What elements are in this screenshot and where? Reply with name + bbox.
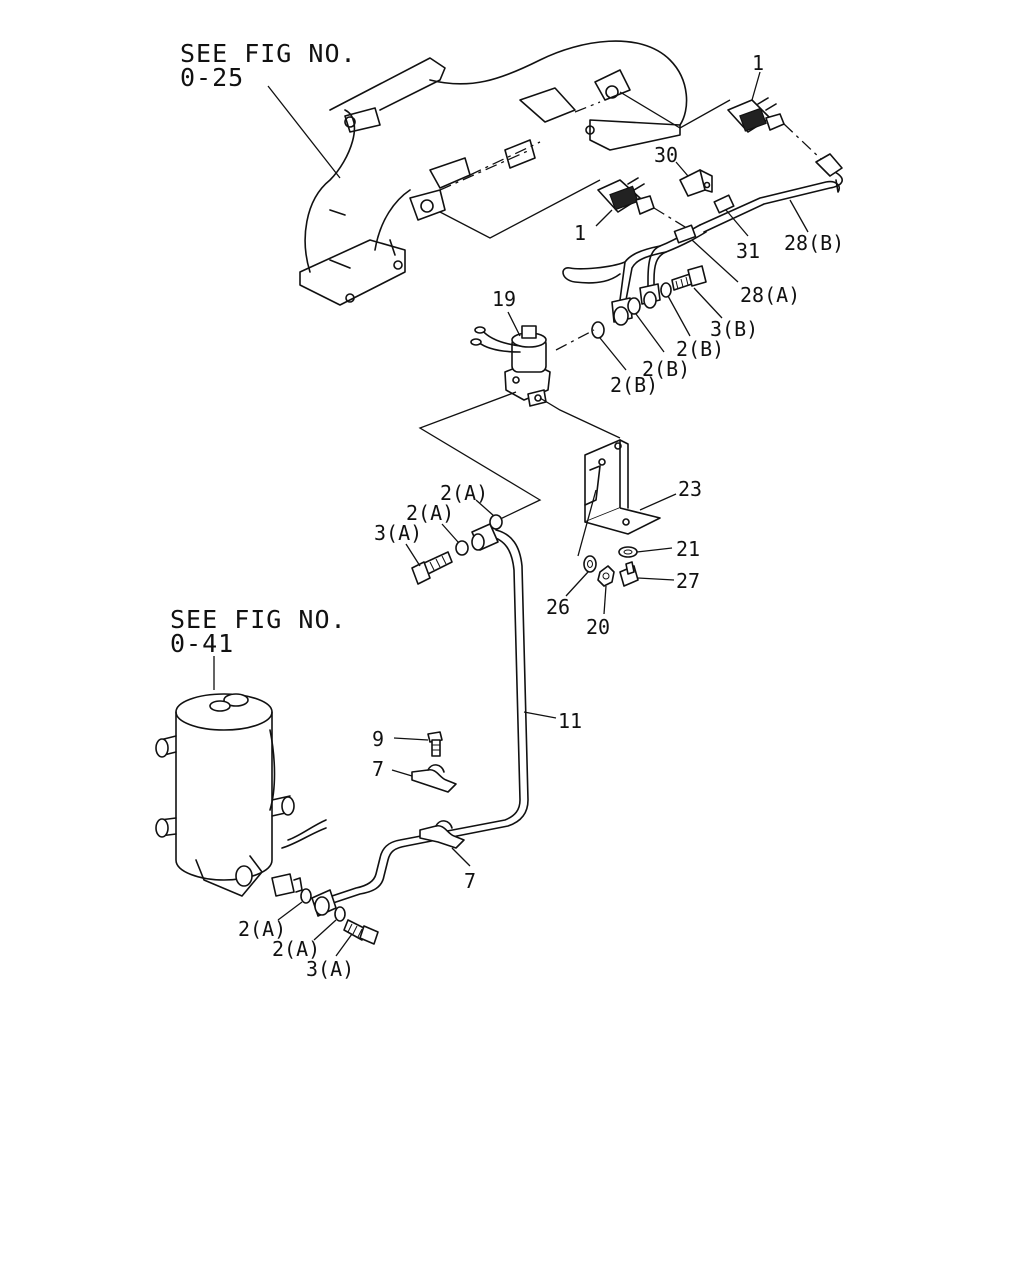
nozzle-top-axis	[783, 123, 823, 161]
nozzle-mid	[597, 177, 655, 215]
callout-28b-leader	[789, 199, 809, 233]
pipe-28b	[699, 153, 843, 233]
washer-26	[583, 555, 597, 573]
callout-3a-1: 3(A)	[374, 521, 422, 545]
washer-2b-3	[591, 321, 605, 339]
callout-27-leader	[637, 577, 675, 581]
bolt-3a-lower	[343, 919, 379, 945]
bolt-27	[619, 561, 639, 587]
callout-3b: 3(B)	[710, 317, 758, 341]
callout-20-leader	[603, 585, 607, 615]
callout-26-leader	[565, 571, 589, 597]
callout-2b-3-leader	[599, 337, 627, 371]
callout-2a-1: 2(A)	[440, 481, 488, 505]
valve-link-bracket	[539, 397, 621, 439]
washer-2a-4	[334, 906, 346, 922]
callout-2b-2-leader	[635, 313, 665, 353]
callout-2a-4-leader	[313, 919, 337, 941]
callout-23-leader	[639, 493, 677, 511]
callout-2a-4: 2(A)	[272, 937, 320, 961]
callout-11-leader	[523, 711, 557, 719]
valve-link-lower	[418, 391, 542, 523]
washer-2a-1	[489, 514, 503, 530]
nozzle-mid-axis	[653, 207, 691, 231]
callout-2b-2: 2(B)	[642, 357, 690, 381]
see-fig-upper-leader	[267, 85, 341, 179]
callout-27: 27	[676, 569, 700, 593]
fitting-filter-outlet	[271, 873, 303, 897]
washer-2b-2	[627, 297, 641, 315]
callout-30: 30	[654, 143, 678, 167]
callout-23: 23	[678, 477, 702, 501]
callout-19-leader	[507, 311, 521, 337]
callout-2b-1: 2(B)	[676, 337, 724, 361]
callout-1-top-leader	[751, 71, 761, 101]
callout-2b-1-leader	[667, 295, 691, 337]
callout-21-leader	[636, 547, 673, 553]
callout-20: 20	[586, 615, 610, 639]
callout-2a-2-leader	[441, 523, 459, 543]
callout-2a-3-leader	[277, 901, 303, 921]
callout-9: 9	[372, 727, 384, 751]
callout-11: 11	[558, 709, 582, 733]
clamp-7-lower	[419, 820, 465, 849]
callout-28a-leader	[691, 239, 739, 283]
callout-9-leader	[393, 737, 429, 741]
exhaust-manifold	[299, 40, 688, 306]
solenoid-valve-19	[470, 325, 551, 407]
callout-1-mid-leader	[595, 209, 613, 227]
bolt-9	[427, 731, 443, 757]
callout-1-top: 1	[752, 51, 764, 75]
washer-2b-1	[660, 282, 672, 298]
valve-link-upper	[555, 329, 595, 351]
bolt-3b	[671, 265, 707, 291]
callout-21: 21	[676, 537, 700, 561]
callout-7-1-leader	[391, 769, 413, 777]
callout-1-mid: 1	[574, 221, 586, 245]
callout-7-1: 7	[372, 757, 384, 781]
manifold-link-upper	[619, 91, 731, 129]
pipe-11	[311, 523, 529, 917]
callout-28a: 28(A)	[740, 283, 800, 307]
bracket-23	[577, 439, 661, 557]
see-fig-upper-line1: SEE FIG NO.	[180, 39, 357, 68]
callout-28b: 28(B)	[784, 231, 844, 255]
clamp-7-upper	[411, 764, 457, 793]
washer-2a-3	[300, 888, 312, 904]
callout-2a-1-leader	[475, 499, 495, 517]
fuel-filter	[155, 693, 327, 897]
callout-2a-3: 2(A)	[238, 917, 286, 941]
washer-2a-2	[455, 540, 469, 556]
callout-7-2-leader	[451, 847, 471, 867]
washer-21	[618, 546, 638, 558]
callout-3a-1-leader	[405, 543, 421, 567]
manifold-link-lower	[439, 179, 601, 239]
callout-3a-2: 3(A)	[306, 957, 354, 981]
callout-2a-2: 2(A)	[406, 501, 454, 525]
see-fig-upper-line2: 0-25	[180, 63, 244, 92]
bracket-30	[679, 169, 713, 197]
callout-26: 26	[546, 595, 570, 619]
callout-3b-leader	[693, 287, 723, 319]
callout-30-leader	[675, 161, 689, 177]
callout-19: 19	[492, 287, 516, 311]
callout-31-leader	[725, 209, 749, 237]
callout-2b-3: 2(B)	[610, 373, 658, 397]
clamp-31	[713, 194, 735, 214]
callout-3a-2-leader	[335, 933, 353, 957]
bolt-3a-upper	[411, 551, 453, 585]
callout-31: 31	[736, 239, 760, 263]
see-fig-lower-line1: SEE FIG NO.	[170, 605, 347, 634]
pipe-28a	[562, 224, 707, 326]
callout-7-2: 7	[464, 869, 476, 893]
nozzle-top	[727, 97, 785, 133]
see-fig-lower-line2: 0-41	[170, 629, 234, 658]
nut-20	[597, 565, 615, 587]
